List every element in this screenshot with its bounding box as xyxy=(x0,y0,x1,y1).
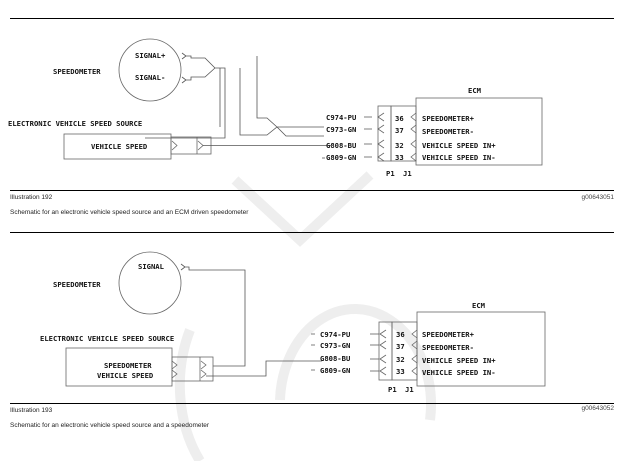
ecm-label: ECM xyxy=(468,86,482,95)
pin-number: 37 xyxy=(396,342,405,351)
jack-label: J1 xyxy=(403,169,412,178)
graphic-id-193: g00643052 xyxy=(581,405,614,412)
ecm-pins-192: SPEEDOMETER+ SPEEDOMETER- VEHICLE SPEED … xyxy=(422,114,496,162)
wire-signal-pair xyxy=(145,52,226,139)
wire-vehicle-speed xyxy=(206,360,322,377)
rule-193 xyxy=(10,403,614,404)
pin-number: 36 xyxy=(396,330,405,339)
pin-numbers-193: 36 37 32 33 xyxy=(396,330,405,376)
ecm-pin: SPEEDOMETER+ xyxy=(422,114,475,123)
wire-signal xyxy=(180,263,246,367)
rule-192 xyxy=(10,190,614,191)
ecm-label: ECM xyxy=(472,301,486,310)
pin-speedometer: SPEEDOMETER xyxy=(104,361,152,370)
plug-label: P1 xyxy=(386,169,395,178)
wire-labels-192: C974-PU C973-GN G808-BU G809-GN xyxy=(326,113,356,162)
connector-pin-arrows xyxy=(377,112,417,162)
speedometer-label: SPEEDOMETER xyxy=(53,280,101,289)
watermark-arcs xyxy=(174,303,436,461)
pin-number: 33 xyxy=(396,367,405,376)
speedometer-192: SPEEDOMETER SIGNAL+ SIGNAL- xyxy=(53,38,182,102)
pin-number: 32 xyxy=(395,141,404,150)
ecm-pin: SPEEDOMETER- xyxy=(422,343,474,352)
ecm-pin: SPEEDOMETER- xyxy=(422,127,474,136)
wire-label: G809-GN xyxy=(326,153,356,162)
wire-label: C973-GN xyxy=(326,125,356,134)
pin-number: 37 xyxy=(395,126,404,135)
pin-signal-minus: SIGNAL- xyxy=(135,73,165,82)
wire-label: G808-BU xyxy=(320,354,350,363)
top-rule-193 xyxy=(10,232,614,233)
wire-label: G808-BU xyxy=(326,141,356,150)
ecm-pins-193: SPEEDOMETER+ SPEEDOMETER- VEHICLE SPEED … xyxy=(422,330,496,377)
plug-label: P1 xyxy=(388,385,397,394)
wire-label: C974-PU xyxy=(320,330,350,339)
source-label: ELECTRONIC VEHICLE SPEED SOURCE xyxy=(8,119,142,128)
pin-signal: SIGNAL xyxy=(138,262,165,271)
jack-label: J1 xyxy=(405,385,414,394)
top-rule xyxy=(10,18,614,19)
watermark-chevron xyxy=(231,171,374,247)
ecm-box xyxy=(415,97,543,166)
pin-number: 33 xyxy=(395,153,404,162)
illustration-193-label: Illustration 193 xyxy=(10,407,53,414)
wire-twisted xyxy=(239,56,324,137)
pin-number: 32 xyxy=(396,355,405,364)
illustration-193-caption: Schematic for an electronic vehicle spee… xyxy=(10,422,210,429)
source-label: ELECTRONIC VEHICLE SPEED SOURCE xyxy=(40,334,174,343)
wire-label: G809-GN xyxy=(320,366,350,375)
pin-signal-plus: SIGNAL+ xyxy=(135,51,166,60)
illustration-192-label: Illustration 192 xyxy=(10,194,53,201)
ecm-pin: VEHICLE SPEED IN- xyxy=(422,368,496,377)
illustration-192-caption: Schematic for an electronic vehicle spee… xyxy=(10,209,249,216)
source-pin-arrows xyxy=(171,360,207,379)
ecm-pin: VEHICLE SPEED IN+ xyxy=(422,141,496,150)
ecm-pin: VEHICLE SPEED IN- xyxy=(422,153,496,162)
ecm-pin: VEHICLE SPEED IN+ xyxy=(422,356,496,365)
wire-labels-193: C974-PU C973-GN G808-BU G809-GN xyxy=(320,330,350,375)
speedometer-circle xyxy=(118,251,182,315)
ecm-pin: SPEEDOMETER+ xyxy=(422,330,475,339)
pin-number: 36 xyxy=(395,114,404,123)
source-connector xyxy=(171,356,214,382)
pin-vehicle-speed: VEHICLE SPEED xyxy=(97,371,153,380)
wire-label: C974-PU xyxy=(326,113,356,122)
graphic-id-192: g00643051 xyxy=(581,194,614,201)
speedometer-label: SPEEDOMETER xyxy=(53,67,101,76)
pin-vehicle-speed: VEHICLE SPEED xyxy=(91,142,147,151)
wire-label: C973-GN xyxy=(320,341,350,350)
speedometer-circle xyxy=(118,38,182,102)
pin-numbers-192: 36 37 32 33 xyxy=(395,114,404,162)
connector-pin-arrows xyxy=(379,329,418,376)
ecm-box xyxy=(416,311,546,387)
